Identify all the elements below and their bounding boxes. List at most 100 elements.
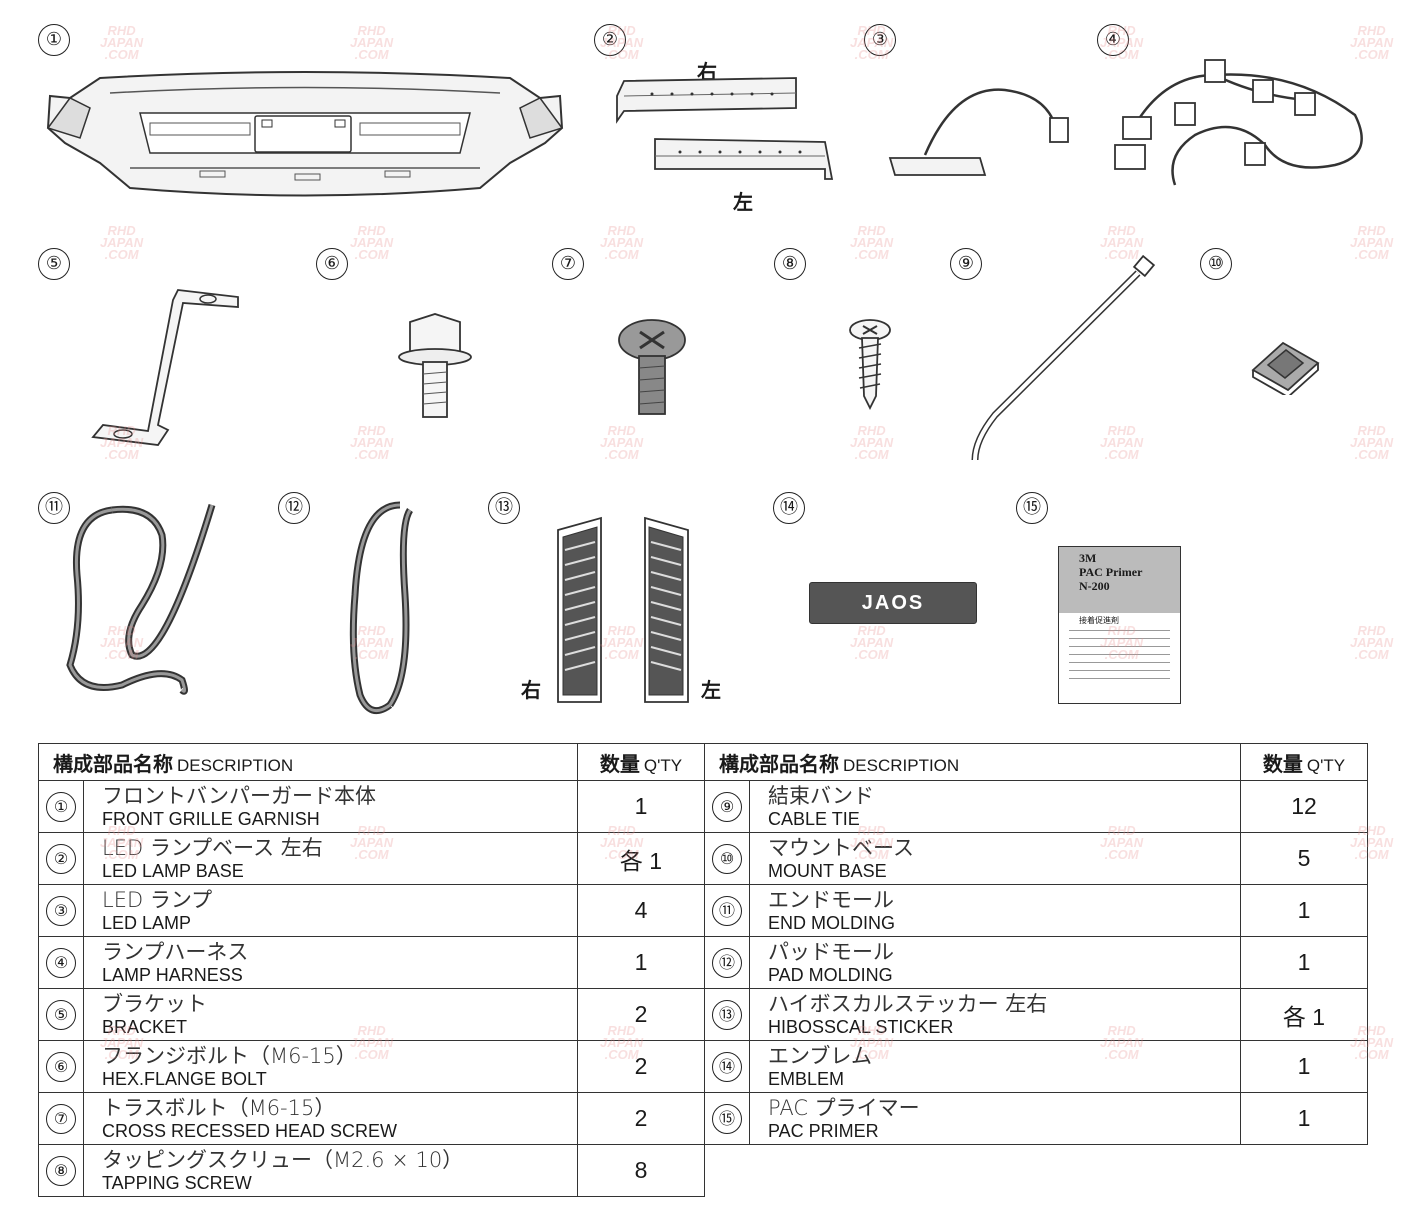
led-lamp-base-left-illustration — [654, 138, 834, 180]
part-name-jp: フロントバンパーガード本体 — [102, 783, 377, 808]
part-name-jp: トラスボルト（M6-15） — [102, 1095, 336, 1120]
lamp-harness-illustration — [1114, 59, 1363, 186]
row-qty: 1 — [1240, 1092, 1368, 1145]
row-qty: 各 1 — [577, 832, 705, 885]
row-qty: 1 — [1240, 936, 1368, 989]
row-index: ⑮ — [704, 1092, 750, 1145]
primer-label-area: 3M PAC Primer N-200 — [1059, 547, 1180, 613]
row-index: ⑦ — [38, 1092, 84, 1145]
part-name-jp: PAC プライマー — [768, 1095, 920, 1120]
row-qty: 各 1 — [1240, 988, 1368, 1041]
sticker-right-label: 右 — [521, 678, 541, 702]
jaos-emblem: JAOS — [809, 582, 977, 624]
end-molding-illustration — [66, 503, 216, 695]
emblem-text: JAOS — [861, 591, 925, 614]
hex-flange-bolt-illustration — [398, 313, 472, 418]
callout-13: ⑬ — [488, 492, 520, 524]
part-name-en: LED LAMP — [102, 912, 192, 933]
callout-3: ③ — [864, 24, 896, 56]
part-name-jp: エンドモール — [768, 887, 894, 912]
row-qty: 1 — [1240, 1040, 1368, 1093]
callout-14: ⑭ — [773, 492, 805, 524]
part-name-en: HIBOSSCAL STICKER — [768, 1016, 954, 1037]
row-index: ⑧ — [38, 1144, 84, 1197]
part-name-en: BRACKET — [102, 1016, 188, 1037]
part-name-jp: エンブレム — [768, 1043, 872, 1068]
part-name-jp: ランプハーネス — [102, 939, 249, 964]
row-qty: 2 — [577, 1040, 705, 1093]
row-qty: 12 — [1240, 780, 1368, 833]
row-index: ⑫ — [704, 936, 750, 989]
part-name-en: CROSS RECESSED HEAD SCREW — [102, 1120, 398, 1141]
row-qty: 1 — [577, 780, 705, 833]
callout-6: ⑥ — [316, 248, 348, 280]
row-qty: 4 — [577, 884, 705, 937]
row-qty: 2 — [577, 1092, 705, 1145]
row-index: ② — [38, 832, 84, 885]
callout-2: ② — [594, 24, 626, 56]
cable-tie-illustration — [971, 255, 1156, 461]
left-side-label: 左 — [733, 190, 753, 214]
row-index: ③ — [38, 884, 84, 937]
part-name-en: FRONT GRILLE GARNISH — [102, 808, 320, 829]
callout-4: ④ — [1097, 24, 1129, 56]
callout-7: ⑦ — [552, 248, 584, 280]
front-grille-garnish-illustration — [46, 71, 564, 197]
row-qty: 1 — [1240, 884, 1368, 937]
part-name-jp: 結束バンド — [768, 783, 875, 808]
part-name-en: PAD MOLDING — [768, 964, 893, 985]
primer-name: PAC Primer — [1079, 565, 1143, 579]
row-index: ⑬ — [704, 988, 750, 1041]
table-row: ⑦ トラスボルト（M6-15）CROSS RECESSED HEAD SCREW 2 — [38, 1092, 705, 1145]
row-index: ⑭ — [704, 1040, 750, 1093]
truss-bolt-illustration — [618, 319, 686, 415]
part-name-jp: フランジボルト（M6-15） — [102, 1043, 357, 1068]
led-lamp-illustration — [888, 88, 1069, 176]
right-side-label: 右 — [697, 60, 717, 84]
callout-15: ⑮ — [1016, 492, 1048, 524]
row-index: ⑤ — [38, 988, 84, 1041]
row-index: ⑪ — [704, 884, 750, 937]
part-name-en: LAMP HARNESS — [102, 964, 243, 985]
row-index: ⑩ — [704, 832, 750, 885]
part-name-jp: マウントベース — [768, 835, 914, 860]
row-qty: 5 — [1240, 832, 1368, 885]
part-name-jp: タッピングスクリュー（M2.6 × 10） — [102, 1147, 464, 1172]
